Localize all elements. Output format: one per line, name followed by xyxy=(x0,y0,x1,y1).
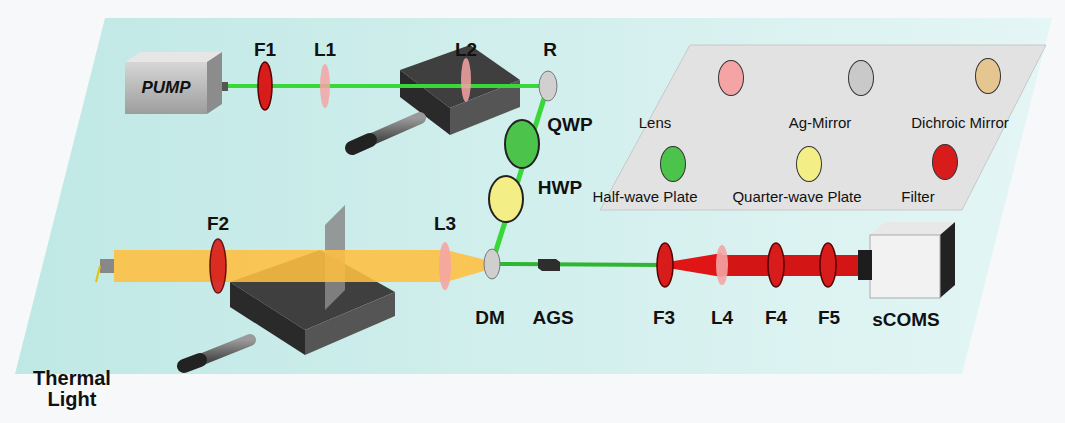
pump-front xyxy=(125,62,207,114)
signal-beam xyxy=(722,255,862,276)
thermal-beam xyxy=(114,250,446,282)
filter xyxy=(210,239,226,293)
camera-body xyxy=(870,235,940,298)
filter xyxy=(657,243,673,287)
micrometer xyxy=(200,340,250,360)
part-label: F2 xyxy=(207,214,229,233)
lens xyxy=(439,242,451,290)
legend-swatch xyxy=(932,144,958,180)
fiber xyxy=(96,266,100,282)
part-label: sCOMS xyxy=(872,310,940,329)
legend-text: Half-wave Plate xyxy=(592,188,697,205)
part-label: L2 xyxy=(455,40,477,59)
part-label: L4 xyxy=(711,308,733,327)
part-label: F1 xyxy=(254,40,276,59)
legend-panel xyxy=(600,45,1046,210)
laser-box: PUMP xyxy=(125,62,207,114)
micrometer xyxy=(370,118,420,140)
part-label: DM xyxy=(475,308,505,327)
legend-swatch xyxy=(848,60,874,96)
wave-plate xyxy=(489,176,523,222)
part-label: R xyxy=(543,40,557,59)
pump-beam xyxy=(492,264,665,265)
lens xyxy=(716,245,728,285)
wave-plate xyxy=(505,120,539,168)
pump-top xyxy=(125,52,222,62)
pump-side xyxy=(207,52,222,114)
filter xyxy=(258,62,272,110)
pump-aperture xyxy=(222,82,228,91)
legend-swatch xyxy=(660,146,686,182)
part-label: L1 xyxy=(314,40,336,59)
mirror xyxy=(539,71,557,101)
legend-text: Lens xyxy=(639,114,672,131)
laser-label: PUMP xyxy=(125,78,207,98)
legend-text: Dichroic Mirror xyxy=(911,114,1009,131)
lens xyxy=(320,64,330,108)
stage-side xyxy=(305,292,395,355)
part-label: QWP xyxy=(547,115,592,134)
filter xyxy=(768,243,784,287)
legend-swatch xyxy=(796,146,822,182)
crystal xyxy=(538,259,560,271)
part-label: L3 xyxy=(434,214,456,233)
legend-swatch xyxy=(718,60,744,96)
legend-text: Filter xyxy=(901,188,934,205)
legend-text: Quarter-wave Plate xyxy=(732,188,861,205)
light-source xyxy=(100,259,114,273)
lens xyxy=(461,58,471,102)
micrometer-knob xyxy=(352,140,370,148)
optical-table xyxy=(15,18,1052,374)
part-label: F5 xyxy=(818,308,840,327)
camera-side xyxy=(940,222,955,298)
camera-mount xyxy=(858,250,872,280)
part-label: AGS xyxy=(532,308,573,327)
part-label: Thermal Light xyxy=(27,368,117,410)
part-label: HWP xyxy=(538,178,582,197)
part-label: F4 xyxy=(765,308,787,327)
legend-text: Ag-Mirror xyxy=(789,114,852,131)
filter xyxy=(820,243,836,287)
pump-beam xyxy=(492,86,548,263)
micrometer-knob xyxy=(184,360,200,366)
mirror xyxy=(484,249,500,279)
pump-beam xyxy=(228,84,548,88)
legend-swatch xyxy=(975,58,1001,94)
part-label: F3 xyxy=(653,308,675,327)
